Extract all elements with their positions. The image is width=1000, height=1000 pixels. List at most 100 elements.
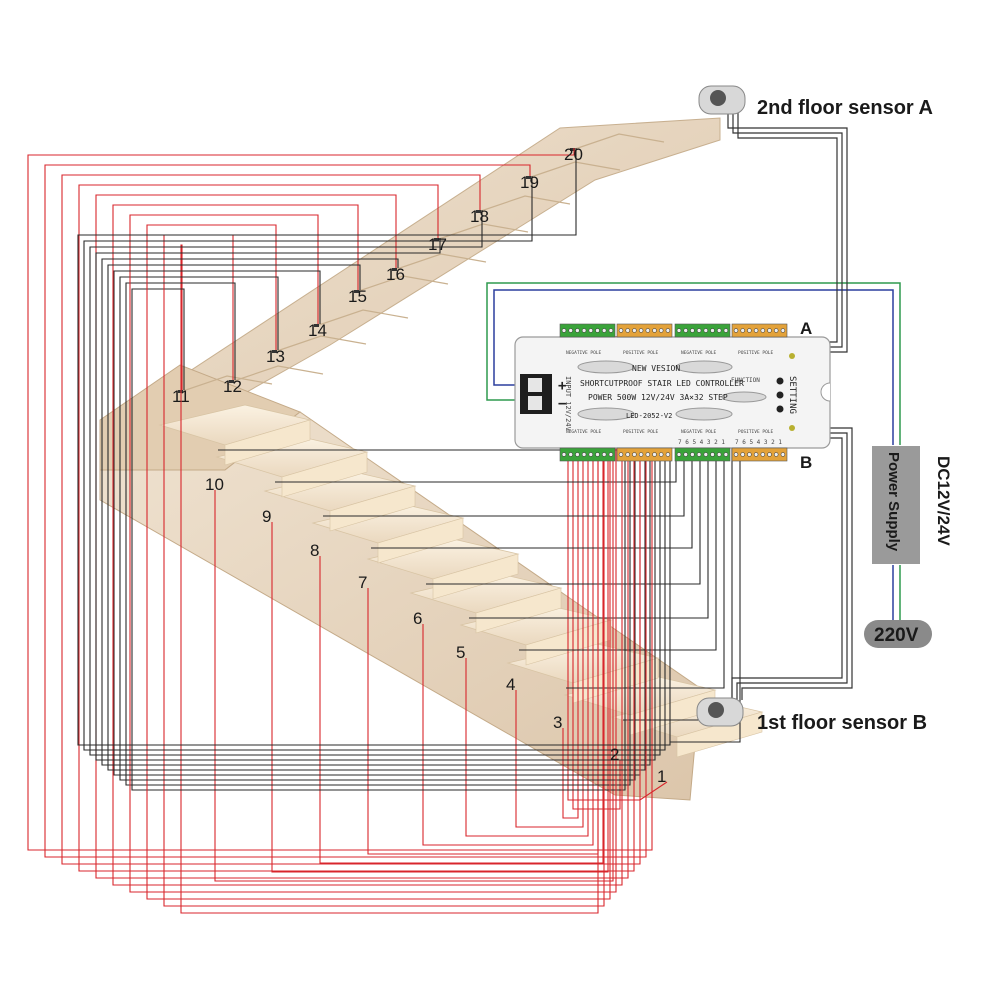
terminal-screw (581, 452, 587, 457)
step-number-19: 19 (520, 173, 539, 192)
positive-wire-step-4 (515, 448, 584, 828)
bottom-terminal-block-3 (674, 447, 731, 462)
step-number-2: 2 (610, 745, 619, 764)
positive-wire-step-3 (562, 448, 579, 819)
negative-wire-step-20 (77, 148, 671, 746)
riser-5 (475, 587, 562, 634)
input-plus: + (558, 378, 566, 394)
top-pole-label-1: NEGATIVE POLE (566, 350, 602, 356)
component-oval-1 (577, 360, 635, 374)
step-number-12: 12 (223, 377, 242, 396)
negative-wire-step-5 (469, 448, 709, 619)
controller-line-4: LED-2052-V2 (626, 412, 672, 420)
power-supply-label: Power Supply (885, 452, 902, 552)
terminal-screw (773, 452, 779, 457)
controller-notch (820, 382, 831, 402)
stair-led-controller: + − INPUT 12V/24V NEW VESION SHORTCUTPRO… (514, 319, 831, 472)
led-strip-13 (272, 350, 277, 353)
setting-label: SETTING (787, 376, 797, 414)
bottom-pole-label-1: NEGATIVE POLE (566, 429, 602, 435)
terminal-screw (747, 328, 752, 333)
negative-wire-step-3 (566, 448, 725, 689)
top-pole-label-2: POSITIVE POLE (623, 350, 659, 356)
terminal-screw (780, 452, 786, 457)
function-button-3[interactable] (776, 405, 784, 413)
step-number-1: 1 (657, 767, 666, 786)
nosing-19 (527, 161, 621, 179)
terminal-screw (625, 452, 630, 457)
terminal-screw (608, 452, 614, 457)
terminal-screw (595, 452, 600, 457)
led-strip-20 (570, 148, 575, 151)
led-strip-14 (314, 324, 319, 327)
led-strip-17 (434, 238, 439, 241)
terminal-screw (716, 328, 722, 333)
led-strip-19 (526, 176, 531, 179)
terminal-screw (658, 452, 664, 457)
bottom-pole-label-2: POSITIVE POLE (623, 429, 659, 435)
negative-wire-step-17 (95, 238, 656, 761)
terminal-screw (632, 452, 637, 457)
positive-wire-step-14 (129, 214, 617, 893)
terminal-screw (625, 328, 630, 333)
riser-7 (377, 517, 464, 564)
mains-pill (864, 620, 932, 648)
upper-treads (178, 133, 665, 393)
riser-9 (281, 451, 368, 498)
terminal-screw (683, 328, 688, 333)
terminal-screw (601, 452, 607, 457)
controller-line-3: POWER 500W 12V/24V 3A×32 STEP (588, 393, 728, 402)
staircase (99, 117, 764, 801)
terminal-screw (710, 328, 715, 333)
negative-wire-step-11 (131, 288, 626, 791)
bottom-terminal-block-2 (616, 447, 673, 462)
terminal-screw (652, 328, 657, 333)
terminal-screw (696, 328, 702, 333)
terminal-screw (767, 452, 772, 457)
sensor-cables (727, 112, 853, 700)
terminal-screw (703, 328, 709, 333)
top-pole-label-3: NEGATIVE POLE (681, 350, 717, 356)
terminal-screw (716, 452, 722, 457)
positive-wire-step-6 (422, 448, 594, 846)
terminal-blocks (559, 323, 788, 462)
positive-wire-step-5 (465, 448, 589, 837)
terminal-screw (703, 452, 709, 457)
mains-label: 220V (874, 625, 919, 646)
terminal-screw (638, 328, 644, 333)
step-number-5: 5 (456, 643, 465, 662)
sensor-a-lens (710, 90, 726, 106)
side-a-label: A (800, 319, 812, 338)
input-screw-1 (528, 378, 542, 392)
function-button-2[interactable] (776, 391, 784, 399)
riser-10 (224, 419, 311, 466)
led-wires (27, 148, 741, 914)
terminal-screw (618, 328, 624, 333)
terminal-screw (773, 328, 779, 333)
step-number-13: 13 (266, 347, 285, 366)
nosing-11 (179, 375, 273, 393)
sensor-b-cable-2 (736, 432, 848, 700)
sensor-a-cable-1 (727, 112, 848, 353)
terminal-screw (690, 452, 695, 457)
component-oval-2 (577, 407, 635, 421)
terminal-screw (733, 452, 739, 457)
function-button-1[interactable] (776, 377, 784, 385)
sensor-b-port-led (789, 425, 795, 431)
nosing-15 (355, 275, 449, 293)
sensor-b-cable-1 (741, 427, 853, 700)
terminal-screw (676, 452, 682, 457)
input-voltage-label: INPUT 12V/24V (564, 376, 572, 432)
sensor-a-port-led (789, 353, 795, 359)
terminal-screw (601, 328, 607, 333)
step-number-6: 6 (413, 609, 422, 628)
positive-wire-step-10 (214, 448, 614, 882)
power-supply-box (872, 446, 920, 564)
terminal-screw (683, 452, 688, 457)
positive-wire-step-15 (112, 204, 623, 886)
terminal-screw (575, 452, 580, 457)
terminal-screw (753, 452, 759, 457)
terminal-screw (760, 452, 766, 457)
terminal-screw (645, 328, 651, 333)
bottom-pole-label-3: NEGATIVE POLE (681, 429, 717, 435)
